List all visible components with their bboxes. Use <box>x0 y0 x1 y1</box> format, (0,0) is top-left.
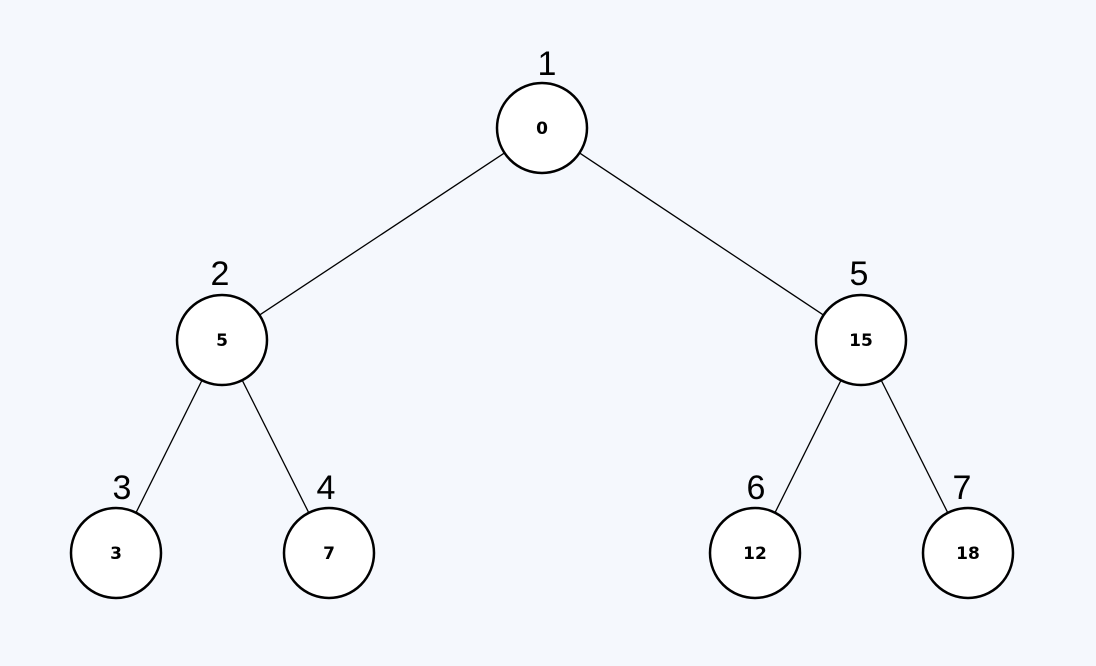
node-circle <box>814 293 908 387</box>
node-value: 5 <box>216 331 228 351</box>
node-order-label: 6 <box>747 469 766 507</box>
node-order-label: 2 <box>211 255 230 293</box>
tree-node: 74 <box>282 469 376 600</box>
node-circle <box>495 81 589 175</box>
edge-n1-n2 <box>259 152 505 316</box>
edges-layer <box>135 152 949 514</box>
node-circle <box>708 506 802 600</box>
node-order-label: 3 <box>113 469 132 507</box>
edge-n5-n7 <box>880 379 949 514</box>
node-value: 7 <box>323 544 335 564</box>
node-order-label: 7 <box>953 469 972 507</box>
edge-n2-n3 <box>135 380 203 513</box>
tree-node: 18 7 <box>921 469 1015 600</box>
tree-node: 01 <box>495 45 589 175</box>
node-value: 12 <box>743 544 767 564</box>
node-order-label: 1 <box>538 45 557 83</box>
node-circle <box>69 506 163 600</box>
node-circle <box>921 506 1015 600</box>
node-circle <box>282 506 376 600</box>
node-circle <box>175 293 269 387</box>
node-order-label: 5 <box>850 255 869 293</box>
tree-node: 15 5 <box>814 255 908 387</box>
node-value: 15 <box>849 331 873 351</box>
tree-node: 12 6 <box>708 469 802 600</box>
tree-node: 33 <box>69 469 163 600</box>
node-value: 18 <box>956 544 980 564</box>
node-value: 0 <box>536 119 548 139</box>
edge-n2-n4 <box>241 379 310 514</box>
edge-n5-n6 <box>774 380 842 513</box>
edge-n1-n5 <box>579 152 824 316</box>
tree-node: 52 <box>175 255 269 387</box>
node-order-label: 4 <box>317 469 336 507</box>
node-value: 3 <box>110 544 122 564</box>
